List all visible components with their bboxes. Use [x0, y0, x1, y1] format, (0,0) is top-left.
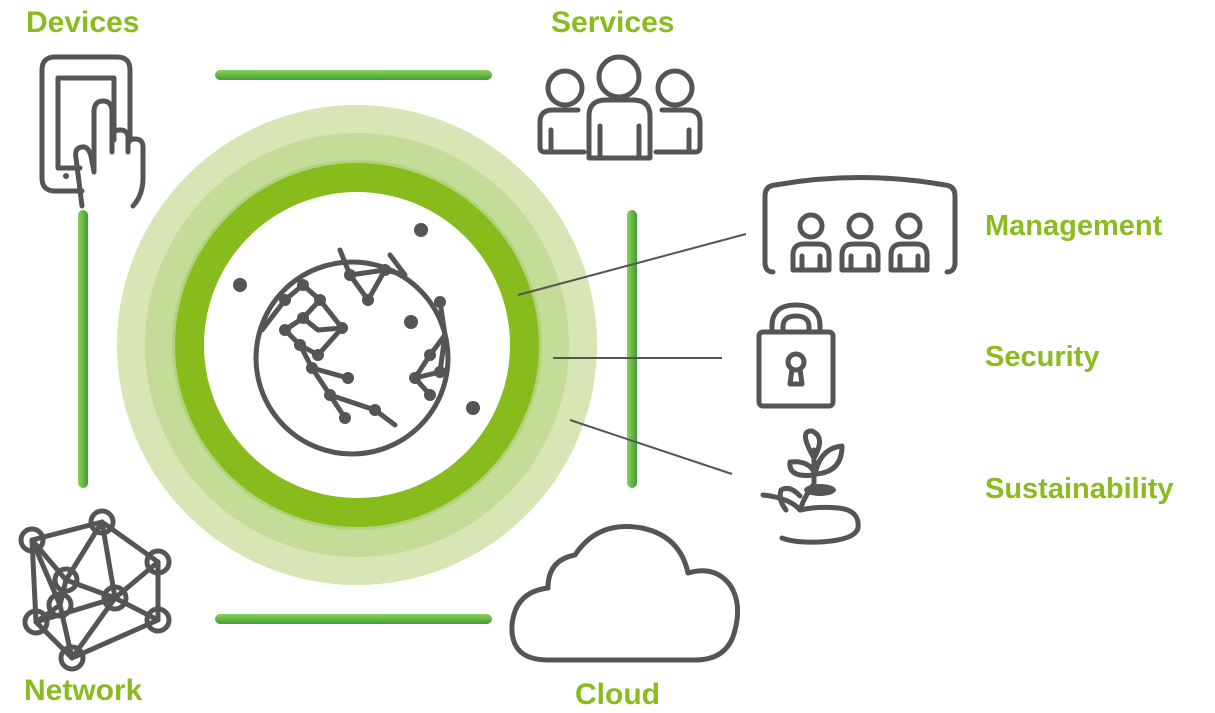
label-devices: Devices — [26, 6, 140, 39]
network-mesh-icon — [18, 508, 172, 672]
label-network: Network — [24, 674, 143, 707]
top-connector-bar — [215, 70, 492, 80]
people-group-icon — [537, 54, 703, 161]
sustainability-connector-line — [569, 419, 733, 475]
management-connector-line — [517, 233, 747, 296]
padlock-icon — [756, 302, 836, 409]
globe-network-icon — [233, 223, 480, 457]
tablet-touch-icon — [39, 54, 146, 209]
label-cloud: Cloud — [575, 678, 660, 711]
cloud-icon — [509, 524, 741, 663]
label-security: Security — [985, 341, 1100, 373]
plant-in-hand-icon — [760, 428, 861, 545]
team-board-icon — [762, 175, 958, 275]
label-services: Services — [551, 6, 675, 39]
connector-lines — [517, 233, 747, 475]
bottom-connector-bar — [215, 614, 492, 624]
left-connector-bar — [78, 210, 88, 488]
label-management: Management — [985, 210, 1163, 242]
label-sustainability: Sustainability — [985, 473, 1174, 505]
central-rings — [117, 105, 597, 585]
right-connector-bar — [627, 210, 637, 488]
